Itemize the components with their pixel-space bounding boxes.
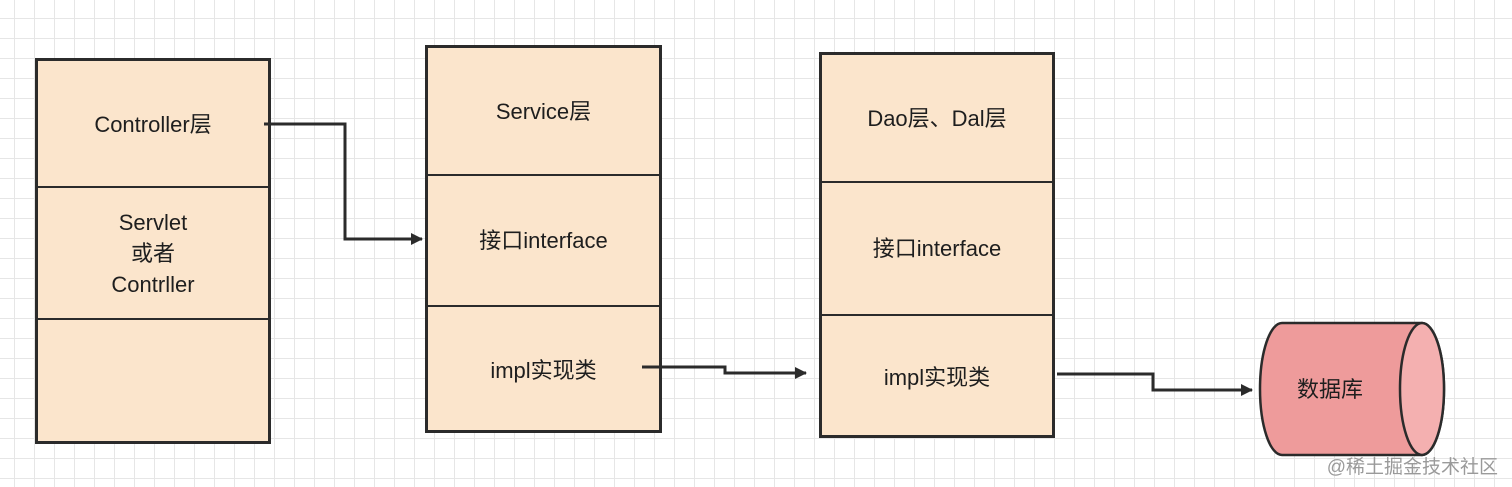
controller-layer-label: Controller层	[94, 112, 212, 137]
dao-layer-label: Dao层、Dal层	[867, 105, 1007, 131]
dao-interface-label: 接口interface	[872, 236, 1002, 261]
dao-impl-label: impl实现类	[883, 364, 991, 390]
service-impl-label: impl实现类	[490, 357, 597, 383]
controller-to-service-arrow	[264, 122, 423, 245]
service-layer-cell: Service层	[428, 48, 659, 174]
dao-impl-to-database-arrow	[1057, 372, 1253, 396]
watermark-text: @稀土掘金技术社区	[1326, 457, 1498, 478]
service-impl-to-dao-impl-arrow	[642, 365, 807, 379]
dao-layer-cell: Dao层、Dal层	[822, 55, 1052, 181]
service-interface-label: 接口interface	[479, 228, 608, 253]
servlet-controller-cell: Servlet 或者 Contrller	[38, 186, 268, 318]
service-interface-cell: 接口interface	[428, 174, 659, 305]
controller-layer-cell: Controller层	[38, 61, 268, 188]
dao-layer-stack: Dao层、Dal层 接口interface impl实现类	[819, 52, 1055, 438]
controller-layer-stack: Controller层 Servlet 或者 Contrller	[35, 58, 271, 444]
service-impl-cell: impl实现类	[428, 305, 659, 433]
service-layer-label: Service层	[495, 98, 592, 124]
dao-interface-cell: 接口interface	[822, 181, 1052, 314]
dao-impl-cell: impl实现类	[822, 314, 1052, 438]
controller-empty-cell	[38, 318, 268, 444]
database-cylinder-end	[1398, 321, 1446, 457]
servlet-controller-label: Servlet 或者 Contrller	[111, 209, 195, 297]
database-cylinder-icon	[1258, 321, 1446, 457]
service-layer-stack: Service层 接口interface impl实现类	[425, 45, 662, 433]
database-label: 数据库	[1296, 377, 1363, 402]
